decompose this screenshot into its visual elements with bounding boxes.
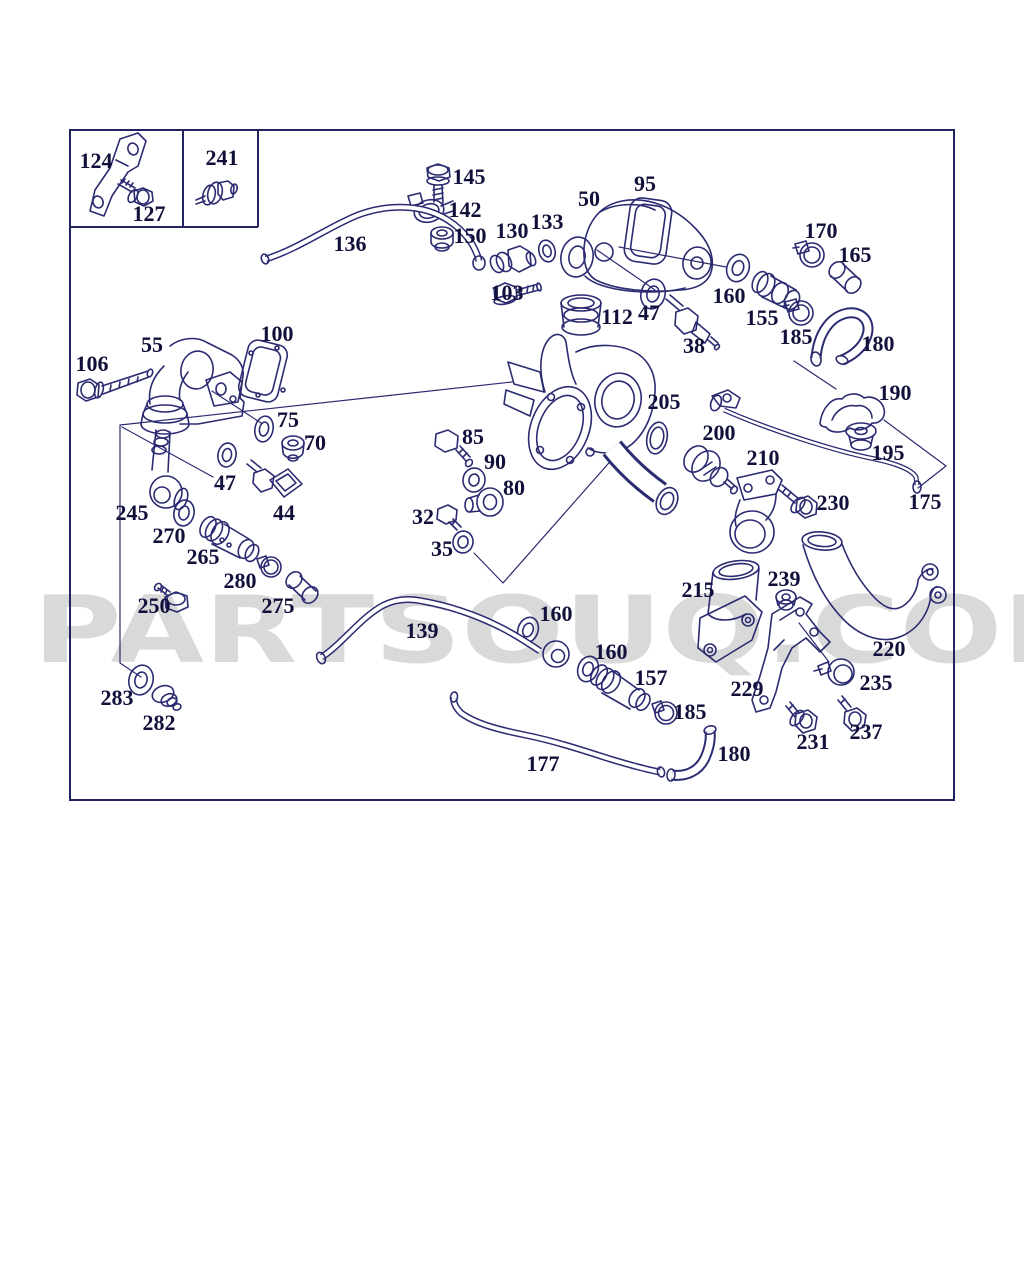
part-thermostat-200 (683, 445, 739, 495)
part-plug-70 (281, 435, 305, 462)
part-hose-165 (828, 260, 862, 295)
part-banjo-245 (149, 429, 189, 511)
part-fitting-130 (489, 245, 537, 274)
part-bolt-127 (117, 178, 154, 207)
diagram-frame (69, 129, 955, 801)
part-oring-160-mid (576, 655, 600, 683)
part-bolt-85 (434, 429, 474, 468)
part-capnut-150 (430, 226, 454, 252)
part-clamp-235 (813, 658, 855, 686)
part-bolt-32 (436, 504, 462, 531)
part-oring-205 (645, 421, 669, 455)
part-bolt-237 (837, 695, 867, 732)
part-bracket-229 (751, 596, 831, 713)
part-sleeve-112 (560, 294, 602, 336)
part-grommet-195 (845, 422, 877, 451)
part-sensor-241 (195, 180, 238, 206)
part-pipe-215 (697, 559, 763, 663)
part-pipe-177 (449, 691, 666, 778)
part-clamp-185-upper (782, 298, 814, 326)
part-seal-47-left (217, 442, 237, 468)
part-ring-90 (462, 467, 486, 493)
part-clamp-170 (792, 240, 825, 268)
part-plug-250 (153, 582, 189, 613)
watermark-text: PARTSOUQ.COM (33, 576, 1024, 684)
part-bracket-55 (140, 337, 245, 435)
part-saddle-190 (819, 393, 886, 433)
part-valve-265 (199, 515, 260, 563)
part-seal-133 (537, 239, 557, 263)
part-bolt-103 (493, 282, 542, 306)
part-gasket-95 (623, 197, 673, 265)
part-oring-270 (173, 499, 195, 527)
part-oring-160-upper (725, 253, 751, 283)
part-clamp-280 (256, 555, 282, 578)
part-pipe-139 (315, 595, 570, 668)
part-hose-180-lower (666, 725, 717, 782)
part-fitting-155 (751, 270, 801, 311)
part-nut-239 (775, 589, 797, 611)
part-bolt-231 (785, 701, 818, 734)
part-sensor-38 (665, 294, 721, 351)
part-pipe-136 (260, 203, 486, 271)
part-seal-75 (253, 415, 275, 443)
part-seal-283 (127, 664, 155, 696)
part-sensor-44 (246, 459, 303, 498)
part-ring-35 (452, 530, 474, 554)
leader-lines (119, 246, 947, 678)
part-stub-275 (285, 570, 319, 605)
part-bracket-124 (89, 132, 147, 217)
part-grommet-80 (464, 487, 504, 517)
part-housing-50 (560, 199, 714, 293)
part-bolt-230 (777, 484, 818, 519)
part-seal-47-upper (639, 278, 667, 310)
part-cover-210 (729, 469, 783, 554)
part-hose-180-upper (810, 307, 874, 367)
part-valve-157 (589, 664, 651, 712)
part-elbow-220 (801, 531, 947, 641)
part-thermostat-housing (503, 333, 679, 516)
part-bolt-145 (426, 163, 451, 204)
part-bolt-106 (76, 368, 154, 402)
part-rod-175 (709, 389, 922, 494)
part-gasket-100 (237, 339, 289, 403)
part-clamp-185-lower (651, 700, 678, 725)
part-plug-282 (151, 684, 182, 711)
